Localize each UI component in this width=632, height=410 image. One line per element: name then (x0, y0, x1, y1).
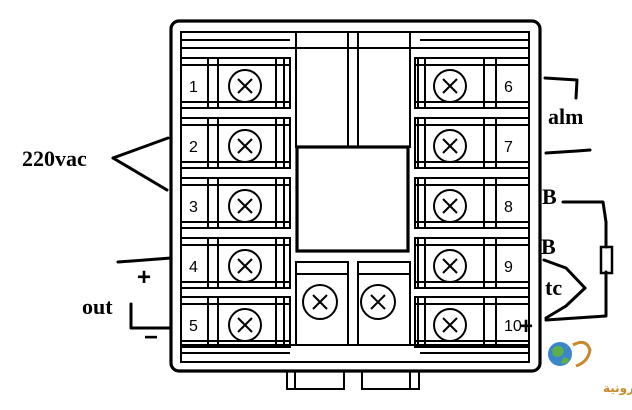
terminal-screw-1[interactable] (228, 69, 262, 103)
terminal-screw-7[interactable] (433, 129, 467, 163)
output-wires (116, 256, 173, 330)
terminal-screw-9[interactable] (433, 249, 467, 283)
terminal-10[interactable]: 10 (414, 296, 530, 348)
terminal-screw-4[interactable] (228, 249, 262, 283)
tc-label: tc (545, 275, 562, 300)
terminal-6[interactable]: 6 (414, 57, 530, 109)
terminal-9[interactable]: 9 (414, 237, 530, 289)
terminal-number-10: 10 (504, 318, 522, 335)
terminal-7[interactable]: 7 (414, 117, 530, 169)
terminal-number-5: 5 (189, 318, 198, 335)
center-frame (295, 31, 411, 346)
terminal-number-9: 9 (504, 259, 513, 276)
terminal-screw-2[interactable] (228, 129, 262, 163)
terminal-screw-8[interactable] (433, 189, 467, 223)
right-terminal-block: 6 7 8 9 10 (414, 57, 530, 348)
terminal-1[interactable]: 1 (180, 57, 291, 109)
terminal-2[interactable]: 2 (180, 117, 291, 169)
alarm-label: alm (548, 104, 583, 129)
terminal-number-6: 6 (504, 79, 513, 96)
terminal-number-1: 1 (189, 79, 198, 96)
left-terminal-block: 1 2 3 4 5 (180, 57, 291, 348)
out-positive-sign: + (137, 264, 151, 291)
terminal-number-3: 3 (189, 199, 198, 216)
out-negative-sign: − (144, 324, 158, 351)
terminal-4[interactable]: 4 (180, 237, 291, 289)
center-screw-left[interactable] (302, 284, 338, 320)
supply-label: 220vac (22, 146, 87, 171)
b-label-upper: B (542, 184, 557, 209)
center-screw-right[interactable] (360, 284, 396, 320)
tc-wires (542, 200, 608, 322)
tc-sensor-icon (599, 245, 614, 275)
terminal-8[interactable]: 8 (414, 177, 530, 229)
terminal-screw-10[interactable] (433, 308, 467, 342)
terminal-screw-3[interactable] (228, 189, 262, 223)
terminal-number-8: 8 (504, 199, 513, 216)
terminal-number-4: 4 (189, 259, 198, 276)
b-label-lower: B (541, 234, 556, 259)
terminal-3[interactable]: 3 (180, 177, 291, 229)
watermark-text: القرية الالكترونية (603, 381, 632, 396)
terminal-screw-6[interactable] (433, 69, 467, 103)
watermark: القرية الالكترونية (548, 340, 632, 396)
globe-logo-icon (548, 340, 592, 368)
tc-positive-sign: + (519, 313, 533, 340)
terminal-number-7: 7 (504, 139, 513, 156)
controller-housing (169, 19, 542, 390)
supply-wires (111, 136, 170, 192)
alarm-wires (543, 76, 592, 155)
terminal-screw-5[interactable] (228, 308, 262, 342)
output-label: out (82, 294, 113, 319)
terminal-5[interactable]: 5 (180, 296, 291, 348)
terminal-number-2: 2 (189, 139, 198, 156)
